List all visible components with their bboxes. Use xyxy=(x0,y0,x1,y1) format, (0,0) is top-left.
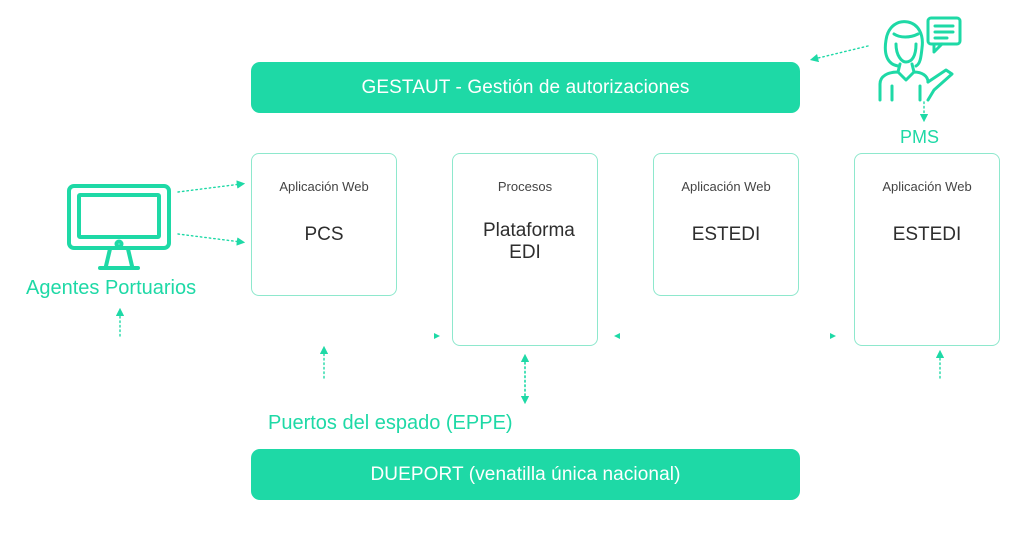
box-plataforma-edi: Procesos Plataforma EDI xyxy=(452,153,598,346)
box-title: Plataforma EDI xyxy=(483,220,575,263)
arrow-monitor-to-pcs-lower xyxy=(177,233,246,246)
box-title: ESTEDI xyxy=(691,224,761,245)
puertos-label: Puertos del espado (EPPE) xyxy=(268,412,513,434)
arrow-person-to-gestaut xyxy=(809,45,869,63)
arrow-monitor-to-pcs-upper xyxy=(177,180,246,193)
arrow-to-estedi1 xyxy=(614,333,620,339)
box-pcs: Aplicación Web PCS xyxy=(251,153,397,296)
box-subtitle: Aplicación Web xyxy=(882,179,972,194)
pms-label: PMS xyxy=(900,127,940,147)
box-subtitle: Aplicación Web xyxy=(279,179,369,194)
box-subtitle: Aplicación Web xyxy=(681,179,771,194)
person-chat-icon xyxy=(878,16,962,102)
dueport-label: DUEPORT (venatilla única nacional) xyxy=(370,463,681,485)
arrow-to-edi xyxy=(434,333,440,339)
arrow-to-estedi2 xyxy=(830,333,836,339)
monitor-icon xyxy=(67,184,171,270)
box-title: ESTEDI xyxy=(892,224,962,245)
gestaut-bar: GESTAUT - Gestión de autorizaciones xyxy=(251,62,800,113)
agentes-portuarios-label: Agentes Portuarios xyxy=(26,277,197,299)
gestaut-label: GESTAUT - Gestión de autorizaciones xyxy=(361,76,690,98)
box-title: PCS xyxy=(304,224,344,245)
dueport-bar: DUEPORT (venatilla única nacional) xyxy=(251,449,800,500)
box-subtitle: Procesos xyxy=(497,179,553,194)
box-estedi-2: Aplicación Web ESTEDI xyxy=(854,153,1000,346)
box-estedi-1: Aplicación Web ESTEDI xyxy=(653,153,799,296)
